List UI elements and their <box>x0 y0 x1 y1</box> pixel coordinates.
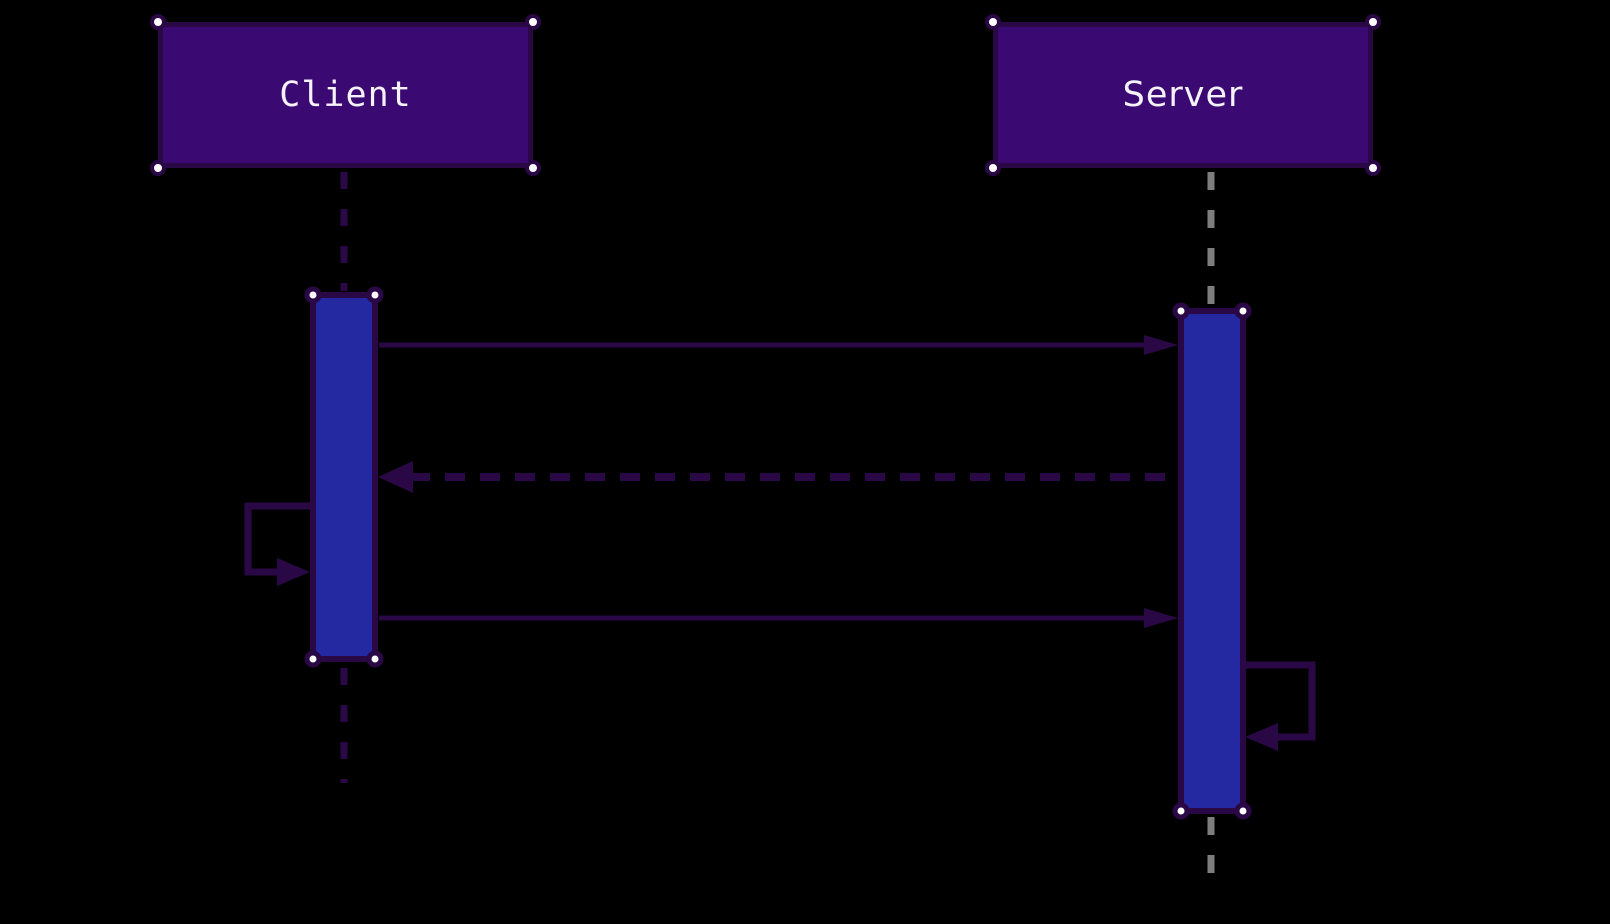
corner-handle[interactable] <box>985 160 1001 176</box>
corner-handle[interactable] <box>1365 14 1381 30</box>
corner-handle[interactable] <box>985 14 1001 30</box>
actor-label-server: Server <box>1122 75 1244 115</box>
activation-bar-client[interactable] <box>304 286 384 668</box>
corner-handle[interactable] <box>1172 302 1190 320</box>
arrowhead-left-icon <box>378 461 413 493</box>
self-loop-client-path <box>244 502 310 576</box>
return-arrow[interactable] <box>378 461 1172 493</box>
corner-handle[interactable] <box>304 286 322 304</box>
message-arrow-1[interactable] <box>379 335 1178 355</box>
corner-handle[interactable] <box>1234 302 1252 320</box>
corner-handle[interactable] <box>150 14 166 30</box>
arrowhead-right-icon <box>1144 608 1178 628</box>
corner-handle[interactable] <box>525 160 541 176</box>
arrowhead-right-icon <box>1144 335 1178 355</box>
corner-handle[interactable] <box>366 650 384 668</box>
activation-bar-server[interactable] <box>1172 302 1252 820</box>
actor-box-server[interactable]: Server <box>985 14 1381 176</box>
corner-handle[interactable] <box>1365 160 1381 176</box>
corner-handle[interactable] <box>366 286 384 304</box>
arrowhead-left-icon <box>1245 723 1278 751</box>
corner-handle[interactable] <box>1234 802 1252 820</box>
self-loop-client[interactable] <box>244 502 310 586</box>
self-loop-server[interactable] <box>1245 661 1316 751</box>
corner-handle[interactable] <box>525 14 541 30</box>
corner-handle[interactable] <box>304 650 322 668</box>
activation-bar-server-rect <box>1178 308 1246 814</box>
corner-handle[interactable] <box>1172 802 1190 820</box>
self-loop-server-path <box>1246 661 1316 741</box>
arrowhead-right-icon <box>277 558 310 586</box>
corner-handle[interactable] <box>150 160 166 176</box>
actor-label-client: Client <box>279 75 412 115</box>
message-arrow-2[interactable] <box>379 608 1178 628</box>
actor-box-client[interactable]: Client <box>150 14 541 176</box>
activation-bar-client-rect <box>310 292 378 662</box>
